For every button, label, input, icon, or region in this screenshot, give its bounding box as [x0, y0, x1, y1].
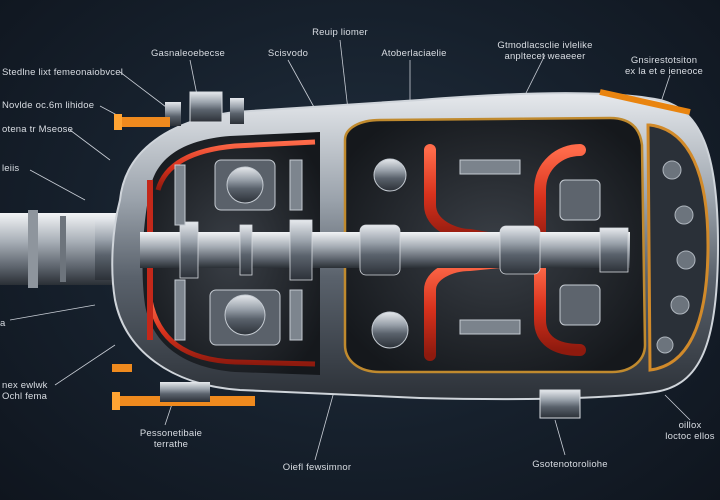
- end-cap: [646, 123, 710, 372]
- label-bottom-1b: terrathe: [153, 439, 189, 450]
- label-left-1: Stedlne lixt femeonaiobvcel: [2, 67, 124, 78]
- label-top-right-2: Gnsirestotsiton: [630, 55, 698, 66]
- label-left-4: leiis: [2, 163, 20, 174]
- label-left-5: a: [0, 318, 6, 329]
- label-top-right-2b: ex la et e ieneoce: [624, 66, 704, 77]
- label-left-6: nex ewlwk: [2, 380, 48, 391]
- label-left-2: Novlde oc.6m lihidoe: [2, 100, 95, 111]
- label-left-6b: Ochl fema: [2, 391, 48, 402]
- label-bottom-2: Oiefl fewsimnor: [282, 462, 352, 473]
- label-left-3: otena tr Mseose: [2, 124, 74, 135]
- top-fittings: [114, 91, 244, 130]
- label-right-bottom-1: oillox: [678, 420, 702, 431]
- label-top-left-1: Gasnaleoebecse: [150, 48, 226, 59]
- label-top-right-1b: anpltecet weaeeer: [504, 51, 586, 62]
- label-top-center-1: Scisvodo: [267, 48, 309, 59]
- label-top-center-3: Atoberlaciaelie: [381, 48, 447, 59]
- label-top-right-1: Gtmodlacsclie ivlelike: [497, 40, 593, 51]
- label-right-bottom-1b: loctoc ellos: [665, 431, 715, 442]
- label-top-center-2: Reuip liomer: [312, 27, 368, 38]
- gear-assemblies: [174, 158, 601, 349]
- bottom-fittings: [112, 364, 581, 419]
- label-bottom-1: Pessonetibaie: [139, 428, 203, 439]
- label-bottom-3: Gsotenotoroliohe: [532, 459, 608, 470]
